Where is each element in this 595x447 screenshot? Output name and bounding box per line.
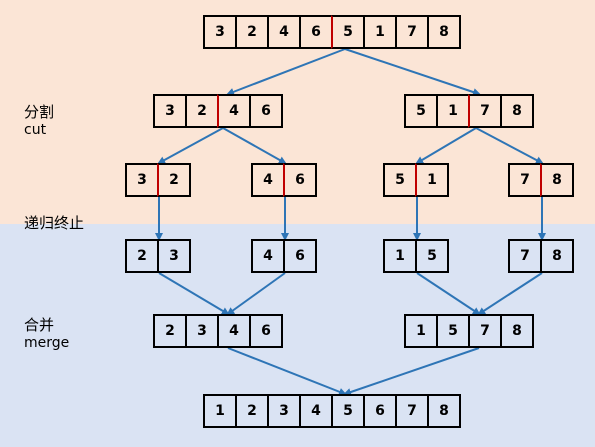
array-cell: 2	[235, 394, 269, 428]
flow-arrow	[416, 272, 481, 316]
array-cell: 7	[468, 314, 502, 348]
flow-arrow	[477, 272, 543, 316]
flow-arrow	[227, 347, 347, 396]
cut-label-en: cut	[24, 122, 47, 138]
array-cell: 3	[157, 239, 191, 273]
array-cell: 4	[217, 94, 251, 128]
merge-label-en: merge	[24, 335, 70, 351]
array-cell: 7	[468, 94, 502, 128]
array-cell: 8	[500, 314, 534, 348]
array-cell: 7	[395, 15, 429, 49]
array-cell: 6	[249, 94, 283, 128]
array-cell: 8	[500, 94, 534, 128]
array-cell: 6	[299, 15, 333, 49]
array-cell: 6	[283, 163, 317, 197]
array-cell: 2	[157, 163, 191, 197]
flow-arrow	[226, 48, 346, 96]
array-cell: 2	[153, 314, 187, 348]
array-cell: 7	[395, 394, 429, 428]
array-cell: 7	[508, 239, 542, 273]
array-cell: 5	[436, 314, 470, 348]
flow-arrow	[343, 347, 480, 396]
array-cell: 6	[283, 239, 317, 273]
array-cell: 3	[203, 15, 237, 49]
array-cell: 3	[185, 314, 219, 348]
array-cell: 5	[415, 239, 449, 273]
array-cell: 8	[427, 15, 461, 49]
array-cell: 4	[251, 239, 285, 273]
array-cell: 1	[415, 163, 449, 197]
array-cell: 5	[404, 94, 438, 128]
array-cell: 4	[251, 163, 285, 197]
array-cell: 6	[249, 314, 283, 348]
array-cell: 8	[540, 239, 574, 273]
array-cell: 8	[427, 394, 461, 428]
array-cell: 1	[404, 314, 438, 348]
recursion-end-label: 递归终止	[24, 214, 85, 232]
array-cell: 3	[267, 394, 301, 428]
flow-arrow	[475, 127, 544, 164]
cut-label: 分割 cut	[24, 103, 54, 139]
flow-arrow	[222, 127, 287, 164]
flow-arrow	[157, 127, 224, 164]
array-cell: 2	[125, 239, 159, 273]
array-cell: 3	[125, 163, 159, 197]
array-cell: 2	[185, 94, 219, 128]
cut-label-zh: 分割	[24, 103, 55, 121]
array-cell: 4	[299, 394, 333, 428]
array-cell: 1	[363, 15, 397, 49]
array-cell: 3	[153, 94, 187, 128]
array-cell: 5	[331, 394, 365, 428]
merge-phase-band	[0, 224, 595, 447]
array-cell: 1	[436, 94, 470, 128]
flow-arrow	[158, 272, 230, 316]
cut-phase-band	[0, 0, 595, 224]
array-cell: 4	[217, 314, 251, 348]
flow-arrow	[344, 48, 481, 96]
array-cell: 8	[540, 163, 574, 197]
array-cell: 5	[383, 163, 417, 197]
flow-arrow	[226, 272, 286, 316]
merge-label-zh: 合并	[24, 316, 55, 334]
flow-arrow	[415, 127, 477, 165]
array-cell: 5	[331, 15, 365, 49]
array-cell: 2	[235, 15, 269, 49]
array-cell: 1	[383, 239, 417, 273]
merge-label: 合并 merge	[24, 316, 69, 352]
array-cell: 6	[363, 394, 397, 428]
array-cell: 1	[203, 394, 237, 428]
array-cell: 4	[267, 15, 301, 49]
array-cell: 7	[508, 163, 542, 197]
